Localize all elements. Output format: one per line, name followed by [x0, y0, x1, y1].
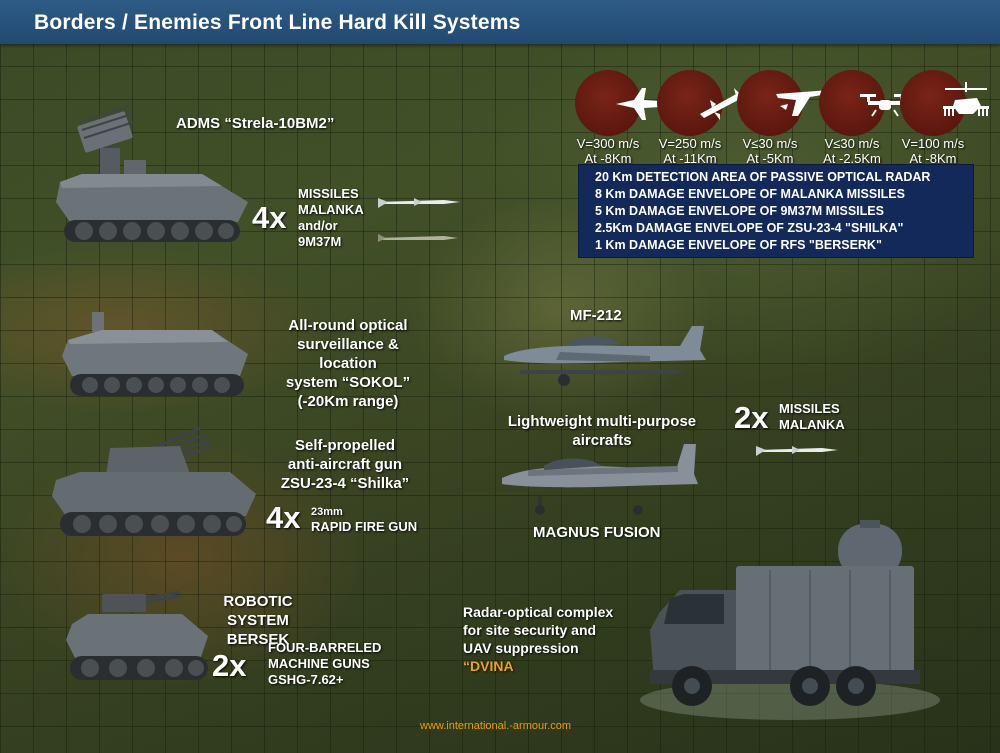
- aircraft-line: Lightweight multi-purpose: [507, 413, 697, 430]
- threat-speed: V≤30 m/s: [824, 136, 880, 151]
- dvina-line: UAV suppression: [463, 640, 579, 656]
- bersek-weapons: FOUR-BARRELED MACHINE GUNS GSHG-7.62+: [268, 640, 381, 688]
- bersek-line: ROBOTIC SYSTEM: [223, 593, 293, 629]
- helicopter-icon: [900, 70, 989, 136]
- legend-item: 2.5Km DAMAGE ENVELOPE OF ZSU-23-4 "SHILK…: [595, 221, 904, 235]
- dvina-line: for site security and: [463, 622, 597, 638]
- strela-weapons: MISSILES MALANKA and/or 9M37M: [298, 186, 364, 250]
- quadcopter-icon: [819, 70, 910, 136]
- dvina-truck-illustration: [640, 520, 940, 720]
- bersek-line: BERSEK: [226, 631, 290, 648]
- sokol-line: surveillance & location: [297, 336, 399, 372]
- threat-range: At -5Km: [746, 151, 794, 166]
- weapon-line: FOUR-BARRELED: [268, 640, 382, 655]
- threat-range: At -8Km: [584, 151, 632, 166]
- strela-title: ADMS “Strela-10BM2”: [176, 115, 335, 132]
- threat-cruise-missile: V=250 m/s At -11Km: [655, 70, 748, 166]
- threat-speed: V≤30 m/s: [742, 136, 798, 151]
- shilka-vehicle-illustration: [52, 426, 256, 536]
- range-legend: 20 Km DETECTION AREA OF PASSIVE OPTICAL …: [578, 164, 974, 258]
- page-title: Borders / Enemies Front Line Hard Kill S…: [34, 11, 521, 34]
- weapon-line: RAPID FIRE GUN: [311, 519, 418, 534]
- legend-item: 8 Km DAMAGE ENVELOPE OF MALANKA MISSILES: [595, 187, 905, 201]
- threat-range: At -8Km: [909, 151, 957, 166]
- shilka-line: anti-aircraft gun: [287, 456, 403, 473]
- cruise-missile-icon: [657, 70, 748, 136]
- aircraft-missile-count: 2x: [734, 400, 769, 435]
- threat-helicopter: V=100 m/s At -8Km: [898, 70, 989, 166]
- strela-vehicle-illustration: [56, 105, 248, 242]
- aircraft-weapons: MISSILES MALANKA: [779, 401, 845, 433]
- sokol-line: (-20Km range): [297, 393, 399, 410]
- threat-speed: V=100 m/s: [901, 136, 965, 151]
- weapon-line: MALANKA: [298, 202, 364, 217]
- bersek-count: 2x: [212, 648, 247, 683]
- threat-speed: V=250 m/s: [658, 136, 722, 151]
- shilka-description: Self-propelled anti-aircraft gun ZSU-23-…: [270, 436, 420, 493]
- missile-icons: [378, 198, 460, 242]
- bersek-robot-illustration: [66, 590, 208, 680]
- sokol-description: All-round optical surveillance & locatio…: [268, 316, 428, 411]
- weapon-line: and/or: [298, 218, 338, 233]
- dvina-name: “DVINA: [463, 658, 514, 674]
- legend-item: 1 Km DAMAGE ENVELOPE OF RFS "BERSERK": [595, 238, 882, 252]
- malanka-missile-icon: [756, 446, 838, 456]
- sokol-vehicle-illustration: [62, 312, 248, 396]
- mf212-aircraft-illustration: [504, 326, 706, 386]
- sokol-line: system “SOKOL”: [285, 374, 411, 391]
- magnus-fusion-aircraft-illustration: [502, 444, 698, 515]
- shilka-line: Self-propelled: [294, 437, 395, 454]
- threat-fighter-jet: V=300 m/s At -8Km: [573, 70, 668, 166]
- weapon-line: 23mm: [311, 506, 343, 518]
- footer-website: www.international.-armour.com: [420, 720, 572, 732]
- magnus-fusion-label: MAGNUS FUSION: [533, 524, 661, 541]
- weapon-line: 9M37M: [298, 234, 342, 249]
- threat-quadcopter: V≤30 m/s At -2.5Km: [817, 70, 910, 166]
- fighter-jet-icon: [575, 70, 668, 136]
- threat-uav-drone: V≤30 m/s At -5Km: [735, 70, 830, 166]
- uav-drone-icon: [737, 70, 830, 136]
- shilka-count: 4x: [266, 500, 301, 535]
- weapon-line: MISSILES: [298, 186, 359, 201]
- weapon-line: MISSILES: [779, 401, 840, 416]
- threat-range: At -2.5Km: [823, 151, 881, 166]
- shilka-line: ZSU-23-4 “Shilka”: [280, 475, 410, 492]
- legend-item: 5 Km DAMAGE ENVELOPE OF 9M37M MISSILES: [595, 204, 884, 218]
- dvina-description: Radar-optical complex for site security …: [463, 603, 613, 675]
- aircraft-line: aircrafts: [572, 432, 632, 449]
- aircraft-description: Lightweight multi-purpose aircrafts: [492, 412, 712, 450]
- weapon-line: MALANKA: [779, 417, 845, 432]
- sokol-line: All-round optical: [288, 317, 408, 334]
- bersek-title: ROBOTIC SYSTEM BERSEK: [196, 592, 320, 649]
- dvina-line: Radar-optical complex: [463, 604, 614, 620]
- threat-range: At -11Km: [663, 151, 717, 166]
- title-bar: Borders / Enemies Front Line Hard Kill S…: [0, 0, 1000, 44]
- threat-speed: V=300 m/s: [576, 136, 640, 151]
- shilka-weapons: 23mm RAPID FIRE GUN: [311, 506, 417, 535]
- legend-item: 20 Km DETECTION AREA OF PASSIVE OPTICAL …: [595, 170, 931, 184]
- weapon-line: MACHINE GUNS: [268, 656, 370, 671]
- mf212-label: MF-212: [570, 307, 622, 324]
- weapon-line: GSHG-7.62+: [268, 672, 344, 687]
- strela-count: 4x: [252, 200, 287, 235]
